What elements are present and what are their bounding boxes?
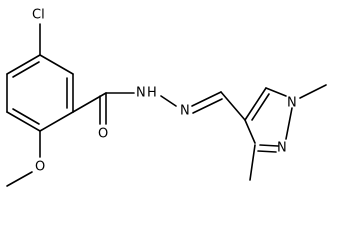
bond: [39, 54, 74, 75]
pyrazole-ring: [244, 87, 293, 153]
double-bond-inner: [251, 93, 270, 121]
bond: [265, 87, 287, 97]
atom-label-imine-nitrogen: N: [180, 104, 190, 119]
bond: [259, 144, 279, 147]
atom-label-carbonyl-oxygen: O: [98, 127, 108, 142]
double-bond-inner: [257, 150, 277, 153]
bond: [299, 84, 327, 99]
atom-label-pyrazole-n1: N: [287, 96, 297, 111]
molecule-canvas: Cl O O N H N N N: [6, 7, 327, 187]
bond: [72, 92, 107, 113]
atom-label-methoxy-oxygen: O: [35, 160, 45, 175]
bond: [244, 87, 267, 121]
bond: [39, 111, 74, 132]
bond: [160, 95, 177, 107]
molecule-structure: Cl O O N H N N N: [6, 8, 327, 187]
atom-label-amide-nitrogen: N: [136, 86, 146, 101]
double-bond-inner: [192, 98, 223, 114]
bond: [244, 119, 256, 144]
atom-label-chlorine: Cl: [32, 8, 45, 23]
bond: [249, 144, 256, 181]
bond: [285, 107, 293, 140]
double-bond-inner: [12, 61, 40, 78]
bond: [220, 91, 246, 121]
atom-label-amide-hydrogen: H: [147, 86, 157, 101]
bond: [191, 91, 222, 107]
bond: [6, 171, 33, 187]
benzene-ring: [6, 54, 74, 132]
double-bond-inner: [12, 108, 40, 125]
bond: [6, 111, 41, 132]
bond: [6, 54, 41, 75]
atom-label-pyrazole-n2: N: [277, 141, 287, 156]
